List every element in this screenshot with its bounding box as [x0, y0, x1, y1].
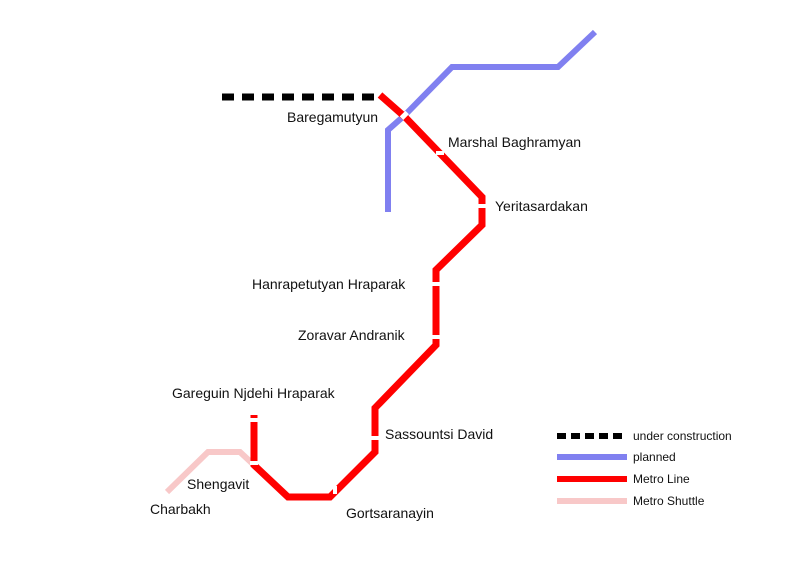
station-tick-gareguin: [250, 418, 258, 422]
legend-label-under-construction: under construction: [633, 429, 732, 443]
station-tick-sassountsi: [371, 436, 379, 440]
label-yeritasardakan: Yeritasardakan: [495, 198, 588, 214]
label-shengavit: Shengavit: [187, 476, 249, 492]
legend-label-metro-shuttle: Metro Shuttle: [633, 494, 705, 508]
label-hanrapetutyan-hraparak: Hanrapetutyan Hraparak: [252, 276, 406, 292]
station-tick-yeritasardakan: [478, 204, 486, 208]
station-tick-hanrapetutyan: [432, 282, 440, 286]
station-tick-gortsaranayin: [333, 486, 337, 494]
planned-line: [385, 29, 598, 212]
station-tick-marshal-baghramyan: [436, 151, 444, 155]
metro-line: [250, 92, 486, 501]
metro-shuttle-line: [164, 449, 257, 495]
legend-label-planned: planned: [633, 450, 676, 464]
label-gortsaranayin: Gortsaranayin: [346, 505, 434, 521]
label-sassountsi-david: Sassountsi David: [385, 426, 493, 442]
label-marshal-baghramyan: Marshal Baghramyan: [448, 134, 581, 150]
label-baregamutyun: Baregamutyun: [287, 109, 378, 125]
station-tick-shengavit: [250, 461, 258, 465]
label-gareguin-njdehi-hraparak: Gareguin Njdehi Hraparak: [172, 385, 336, 401]
station-tick-zoravar: [432, 335, 440, 339]
station-tick-baregamutyun: [399, 110, 409, 120]
legend-label-metro-line: Metro Line: [633, 472, 690, 486]
legend: under construction planned Metro Line Me…: [557, 429, 732, 508]
label-zoravar-andranik: Zoravar Andranik: [298, 327, 406, 343]
label-charbakh: Charbakh: [150, 501, 211, 517]
